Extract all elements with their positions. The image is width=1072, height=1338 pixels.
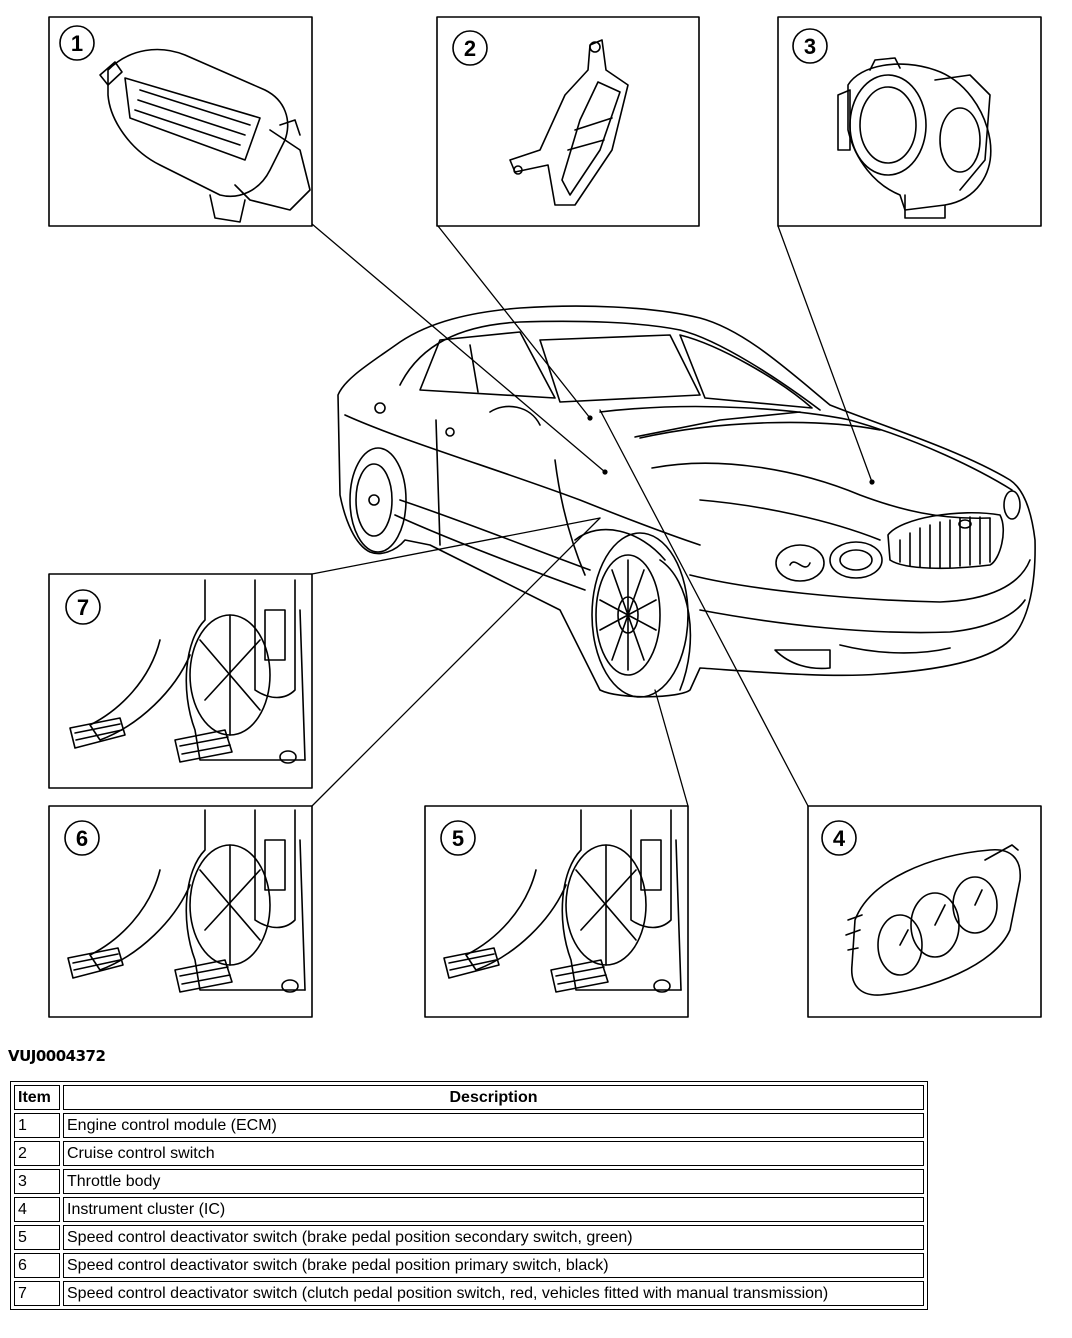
- legend-item-number: 3: [14, 1169, 60, 1194]
- legend-item-description: Speed control deactivator switch (brake …: [63, 1253, 924, 1278]
- legend-item-number: 1: [14, 1113, 60, 1138]
- callout-badge-2: [452, 30, 488, 66]
- callout-number-5: 5: [452, 826, 464, 851]
- callout-number-6: 6: [76, 826, 88, 851]
- callout-panel-7: 7: [48, 573, 313, 789]
- table-row: 7 Speed control deactivator switch (clut…: [14, 1281, 924, 1306]
- legend-item-number: 4: [14, 1197, 60, 1222]
- callout-panel-2: 2: [436, 16, 700, 227]
- figure-reference-code: VUJ0004372: [8, 1047, 106, 1065]
- legend-header-row: Item Description: [14, 1085, 924, 1110]
- callout-panel-4: 4: [807, 805, 1042, 1018]
- legend-item-number: 6: [14, 1253, 60, 1278]
- legend-table: Item Description 1 Engine control module…: [10, 1081, 928, 1310]
- pedal-box-icon: [443, 809, 682, 993]
- callout-number-1: 1: [71, 31, 83, 56]
- legend-item-description: Engine control module (ECM): [63, 1113, 924, 1138]
- callout-panel-1: 1: [48, 16, 313, 227]
- legend-header-description: Description: [63, 1085, 924, 1110]
- legend-item-number: 2: [14, 1141, 60, 1166]
- table-row: 3 Throttle body: [14, 1169, 924, 1194]
- table-row: 6 Speed control deactivator switch (brak…: [14, 1253, 924, 1278]
- legend-item-number: 5: [14, 1225, 60, 1250]
- callout-badge-1: [59, 25, 95, 61]
- legend-item-number: 7: [14, 1281, 60, 1306]
- legend-header-item: Item: [14, 1085, 60, 1110]
- legend-item-description: Throttle body: [63, 1169, 924, 1194]
- legend-item-description: Cruise control switch: [63, 1141, 924, 1166]
- legend-item-description: Instrument cluster (IC): [63, 1197, 924, 1222]
- table-row: 4 Instrument cluster (IC): [14, 1197, 924, 1222]
- vehicle-illustration: [337, 305, 1036, 698]
- table-row: 5 Speed control deactivator switch (brak…: [14, 1225, 924, 1250]
- callout-number-2: 2: [464, 36, 476, 61]
- throttle-body-icon: [837, 57, 992, 219]
- callout-badge-3: [792, 28, 828, 64]
- table-row: 2 Cruise control switch: [14, 1141, 924, 1166]
- component-location-diagram: 1 2 3: [48, 16, 1042, 1018]
- table-row: 1 Engine control module (ECM): [14, 1113, 924, 1138]
- callout-panel-5: 5: [424, 805, 689, 1018]
- callout-number-4: 4: [833, 826, 846, 851]
- callout-panel-3: 3: [777, 16, 1042, 227]
- instrument-cluster-icon: [845, 844, 1021, 996]
- pedal-box-icon: [69, 579, 306, 764]
- callout-panel-6: 6: [48, 805, 313, 1018]
- callout-badge-7: [65, 589, 101, 625]
- legend-item-description: Speed control deactivator switch (brake …: [63, 1225, 924, 1250]
- leader-lines: [311, 223, 873, 807]
- callout-badge-6: [64, 820, 100, 856]
- callout-badge-4: [821, 820, 857, 856]
- callout-number-3: 3: [804, 34, 816, 59]
- legend-item-description: Speed control deactivator switch (clutch…: [63, 1281, 924, 1306]
- callout-number-7: 7: [77, 595, 89, 620]
- callout-badge-5: [440, 820, 476, 856]
- ecm-icon: [99, 48, 311, 223]
- cruise-switch-icon: [509, 39, 629, 206]
- pedal-box-icon: [67, 809, 306, 993]
